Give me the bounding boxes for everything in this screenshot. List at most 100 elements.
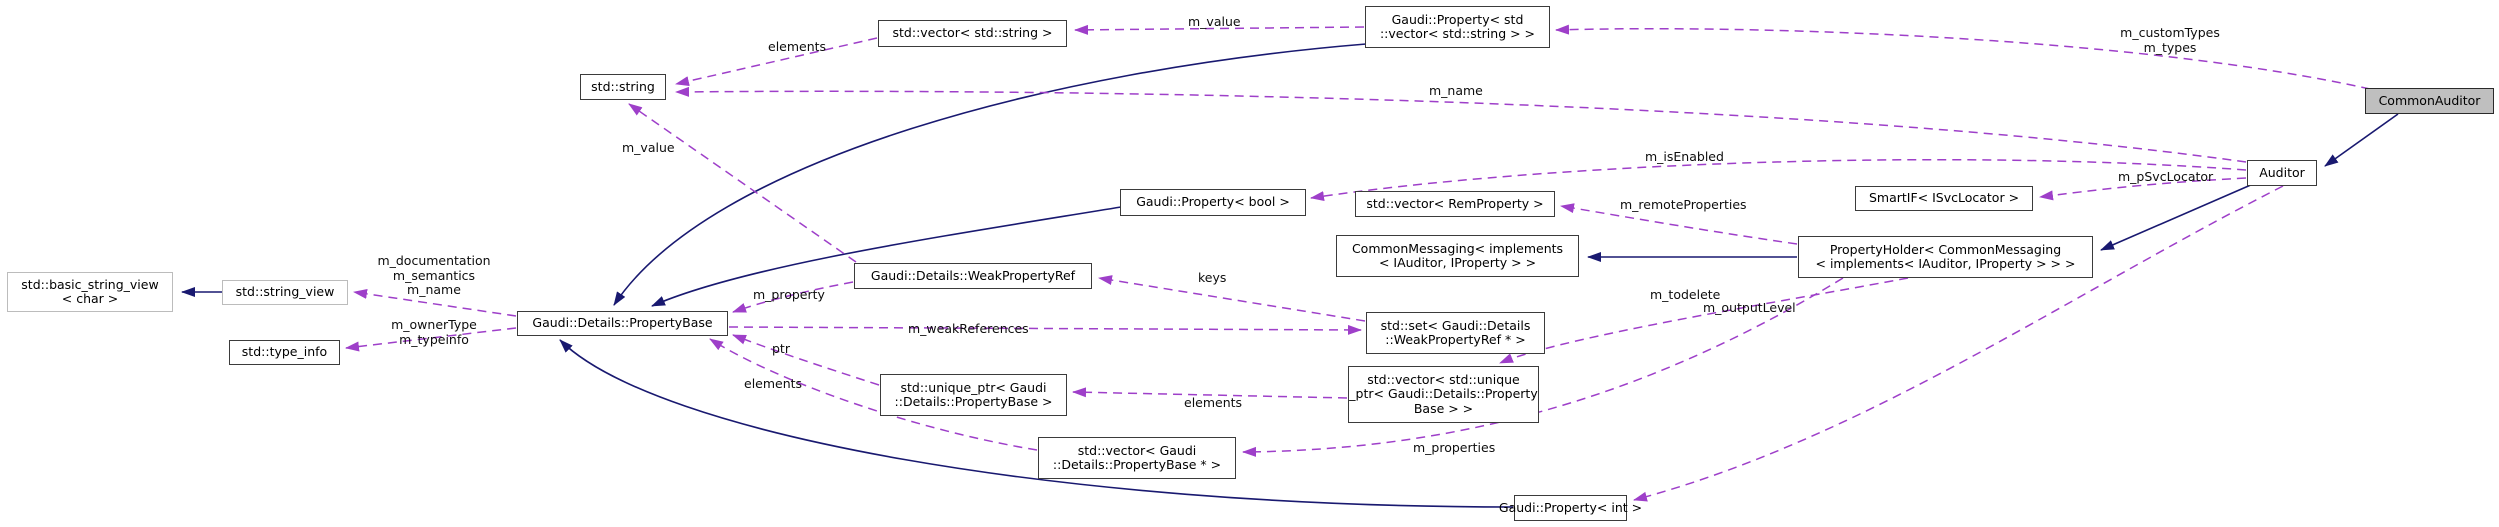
node-label-line: std::type_info (241, 344, 328, 360)
edge-usage-misenabled-auditor-propertybool (1310, 158, 2247, 202)
node-vector-string[interactable]: std::vector< std::string > (878, 20, 1067, 47)
node-weak-property-ref[interactable]: Gaudi::Details::WeakPropertyRef (854, 263, 1092, 289)
node-property-holder[interactable]: PropertyHolder< CommonMessaging< impleme… (1798, 236, 2093, 278)
edge-usage-mvalue-weakpropertyref-string (628, 103, 857, 263)
node-property-vector-string[interactable]: Gaudi::Property< std::vector< std::strin… (1365, 6, 1550, 48)
node-auditor[interactable]: Auditor (2247, 160, 2317, 186)
node-type-info[interactable]: std::type_info (229, 340, 340, 365)
edge-label-m-isenabled: m_isEnabled (1645, 149, 1724, 165)
node-std-string[interactable]: std::string (580, 74, 666, 100)
edge-label-line: m_name (1429, 83, 1483, 98)
edge-label-line: m_weakReferences (908, 321, 1029, 336)
node-label-line: Auditor (2259, 164, 2305, 180)
node-label-line: CommonAuditor (2378, 92, 2481, 108)
node-property-int[interactable]: Gaudi::Property< int > (1499, 495, 1642, 521)
node-label-line: CommonMessaging< implements (1351, 240, 1564, 256)
edge-label-line: ptr (772, 341, 790, 356)
edge-label-line: m_semantics (392, 267, 476, 283)
edge-label-line: m_pSvcLocator (2118, 169, 2214, 184)
edge-label-m-remoteproperties: m_remoteProperties (1620, 197, 1747, 213)
edge-label-line: m_property (753, 287, 825, 302)
edge-label-m-name-top: m_name (1429, 83, 1483, 99)
node-label-line: std::string (591, 78, 655, 94)
edge-usage-keys-stdset-weakpropertyref (1098, 275, 1366, 322)
edge-label-m-psvclocator: m_pSvcLocator (2118, 169, 2214, 185)
node-common-messaging[interactable]: CommonMessaging< implements< IAuditor, I… (1336, 235, 1579, 277)
node-label-line: ::WeakPropertyRef * > (1385, 332, 1526, 347)
node-property-base[interactable]: Gaudi::Details::PropertyBase (517, 311, 728, 336)
edge-label-elements-right: elements (1184, 395, 1243, 411)
edge-usage-mremoteproperties-propertyholder-vectorremproperty (1560, 203, 1798, 245)
edge-label-line: m_value (622, 140, 675, 155)
edge-label-m-outputlevel: m_outputLevel (1703, 300, 1796, 316)
edge-label-line: m_documentation (377, 253, 491, 268)
edge-label-line: m_customTypes (2120, 25, 2220, 40)
node-vector-remproperty[interactable]: std::vector< RemProperty > (1355, 191, 1555, 217)
edge-inherit-commonauditor-auditor (2324, 113, 2399, 167)
edge-inherit-propertyvectorstring-propertybase (613, 43, 1367, 306)
edge-usage-elements-vectorstring-string (675, 37, 878, 86)
edge-label-elements-top: elements (768, 39, 827, 55)
node-label-line: PropertyHolder< CommonMessaging (1829, 241, 2062, 257)
edge-label-line: keys (1198, 270, 1227, 285)
edge-label-line: m_todelete (1650, 287, 1721, 302)
edge-label-line: m_isEnabled (1645, 149, 1724, 164)
edge-label-line: m_outputLevel (1703, 300, 1796, 315)
node-std-set[interactable]: std::set< Gaudi::Details::WeakPropertyRe… (1366, 312, 1545, 354)
edge-label-line: elements (1184, 395, 1243, 410)
edge-label-line: elements (744, 376, 803, 391)
edge-label-m-weakreferences: m_weakReferences (908, 321, 1029, 337)
node-label-line: _ptr< Gaudi::Details::Property (1349, 386, 1538, 402)
edge-label-ptr: ptr (772, 341, 790, 357)
edge-label-keys: keys (1198, 270, 1227, 286)
edge-label-elements-left: elements (744, 376, 803, 392)
edge-usage-mweakreferences-propertybase-stdset (728, 324, 1362, 335)
node-label-line: std::vector< Gaudi (1077, 442, 1197, 458)
node-label-line: < char > (61, 291, 119, 306)
edge-usage-mname-auditor-string (675, 86, 2247, 163)
node-label-line: Gaudi::Property< std (1391, 11, 1524, 27)
node-label-line: SmartIF< ISvcLocator > (1868, 190, 2020, 206)
node-label-line: std::set< Gaudi::Details (1380, 317, 1531, 333)
edge-usage-mcustomtypes-commonauditor-propertyvector (1555, 24, 2371, 90)
node-basic-string-view[interactable]: std::basic_string_view< char > (7, 272, 173, 312)
edge-usage-elements-vectorpropertybaseptr-propertybase (709, 338, 1038, 451)
node-label-line: Gaudi::Details::WeakPropertyRef (870, 267, 1076, 283)
node-smartif[interactable]: SmartIF< ISvcLocator > (1855, 186, 2033, 211)
edge-label-line: m_properties (1413, 440, 1496, 455)
edge-label-line: m_name (407, 282, 461, 297)
edge-usage-moutputlevel-auditor-propertyint (1633, 185, 2284, 502)
node-common-auditor: CommonAuditor (2365, 88, 2494, 114)
node-label-line: Gaudi::Details::PropertyBase (532, 315, 713, 331)
edge-usage-mownertype-propertybase-typeinfo (345, 327, 517, 352)
edge-label-m-property: m_property (753, 287, 825, 303)
node-label-line: < IAuditor, IProperty > > (1378, 255, 1537, 270)
node-label-line: std::unique_ptr< Gaudi (900, 379, 1047, 395)
node-label-line: Gaudi::Property< bool > (1136, 194, 1290, 210)
node-string-view[interactable]: std::string_view (222, 280, 348, 305)
node-label-line: std::vector< std::string > (892, 25, 1053, 41)
edge-usage-mvalue-propertyvector-vectorstring (1074, 24, 1365, 35)
node-label-line: std::vector< RemProperty > (1366, 195, 1544, 211)
edge-usage-mdocumentation-propertybase-stringview (353, 288, 517, 317)
edge-inherit-propertybool-propertybase (651, 206, 1122, 307)
edge-inherit-propertyint-propertybase (559, 339, 1514, 508)
node-vector-unique-ptr[interactable]: std::vector< std::unique_ptr< Gaudi::Det… (1348, 366, 1539, 423)
edge-usage-elements-vectoruniqueptr-uniqueptr (1072, 387, 1348, 399)
node-label-line: ::vector< std::string > > (1379, 26, 1536, 41)
node-label-line: ::Details::PropertyBase > (894, 394, 1053, 409)
node-label-line: std::basic_string_view (21, 276, 159, 292)
node-vector-propertybase-ptr[interactable]: std::vector< Gaudi::Details::PropertyBas… (1038, 437, 1236, 479)
edge-label-m-todelete: m_todelete (1650, 287, 1721, 303)
edge-label-line: m_value (1188, 14, 1241, 29)
node-unique-ptr[interactable]: std::unique_ptr< Gaudi::Details::Propert… (880, 374, 1067, 416)
edge-label-line: elements (768, 39, 827, 54)
node-property-bool[interactable]: Gaudi::Property< bool > (1120, 189, 1306, 216)
node-label-line: Gaudi::Property< int > (1498, 499, 1643, 515)
edge-usage-ptr-uniqueptr-propertybase (732, 334, 880, 386)
edge-usage-mproperty-weakpropertyref-propertybase (732, 281, 854, 313)
